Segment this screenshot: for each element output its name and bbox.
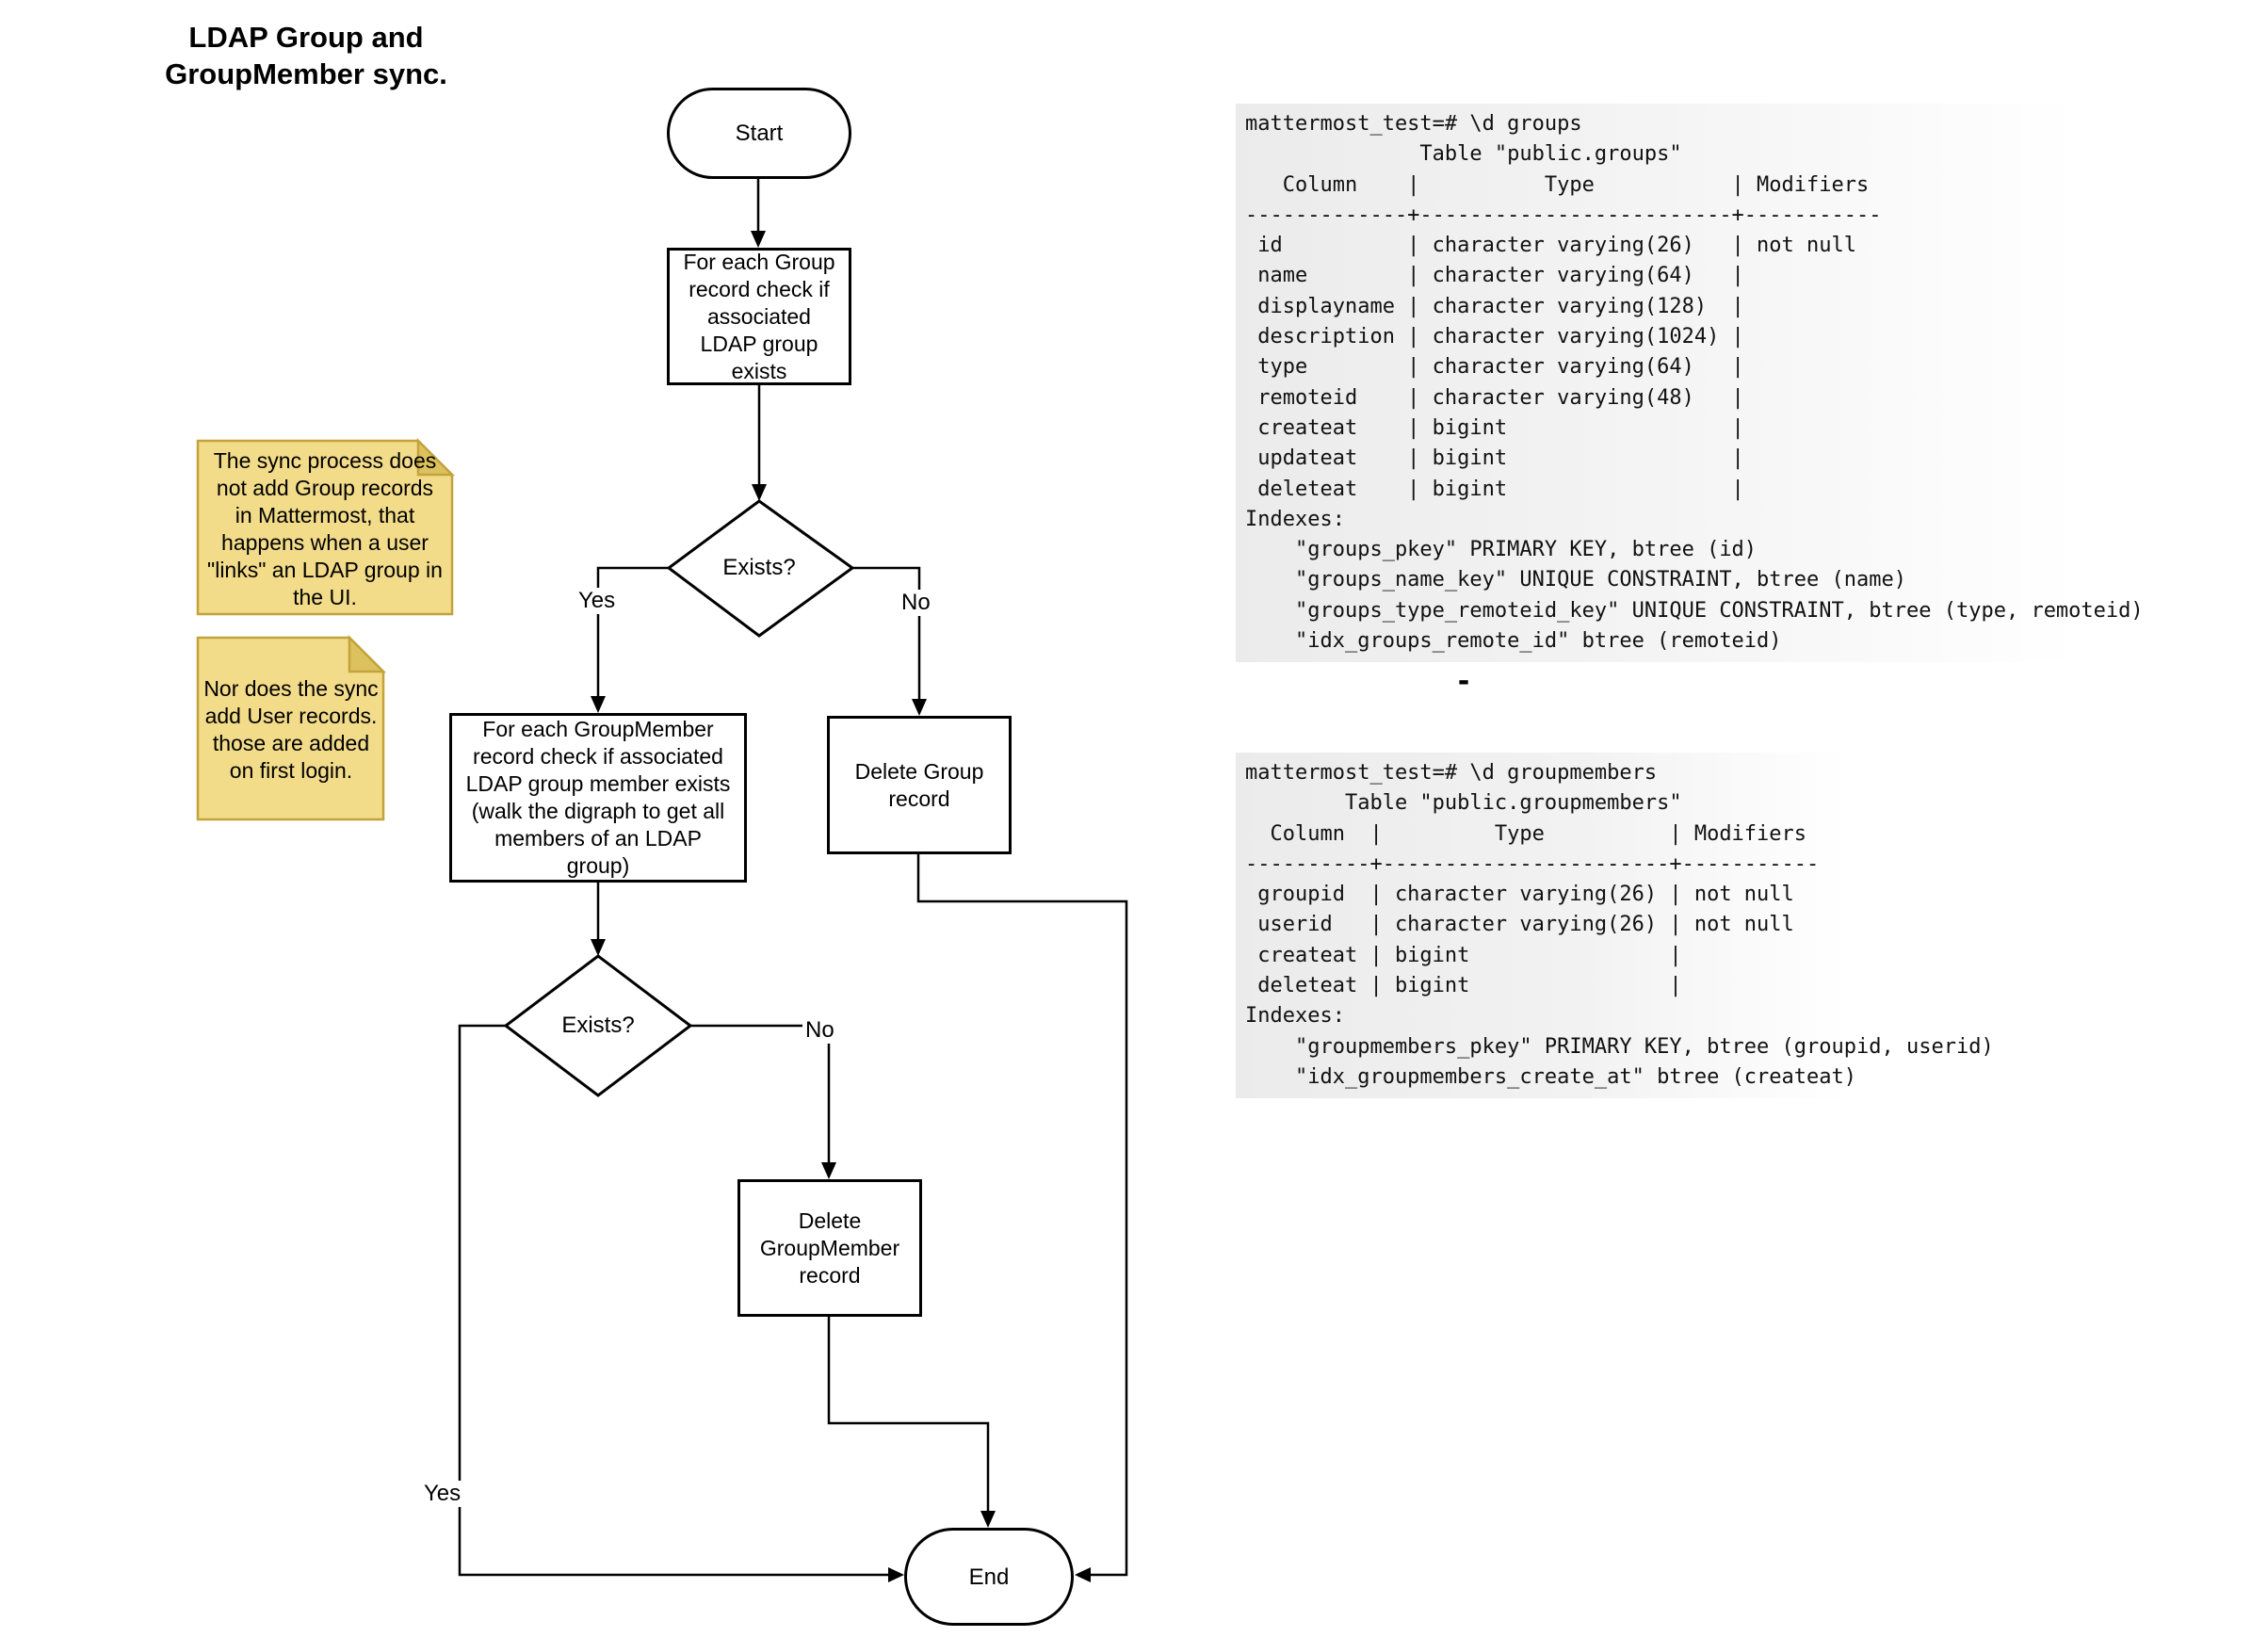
edge-exists2-no-to-delete-groupmember [690, 1024, 836, 1179]
branch-label-yes-2: Yes [421, 1481, 464, 1507]
start-node: Start [667, 88, 851, 179]
sticky-note-1-text: The sync process does not add Group reco… [207, 448, 443, 609]
edge-delete-groupmember-to-end [827, 1317, 996, 1528]
sticky-note-2-text: Nor does the sync add User records. thos… [203, 676, 379, 783]
process-check-groupmember-node: For each GroupMember record check if ass… [449, 713, 747, 883]
sticky-note-2-shape [196, 634, 387, 821]
decision-exists-2-shape [503, 954, 693, 1097]
branch-label-no-2: No [802, 1017, 837, 1044]
process-delete-group-node: Delete Group record [827, 716, 1012, 854]
process-check-group-node: For each Group record check if associate… [667, 248, 851, 385]
process-delete-groupmember-node: Delete GroupMember record [737, 1179, 922, 1317]
terminal-cursor: - [1455, 665, 1473, 698]
branch-label-yes-1: Yes [575, 588, 619, 614]
branch-label-no-1: No [899, 590, 933, 616]
edge-exists1-no-to-delete-group [852, 566, 927, 716]
edge-check-groupmember-to-exists2 [591, 883, 606, 956]
edge-check-group-to-exists1 [752, 385, 767, 501]
terminal-groups-output: mattermost_test=# \d groups Table "publi… [1236, 104, 2153, 663]
decision-exists-1-shape [666, 499, 855, 638]
edge-delete-group-to-end [916, 854, 1128, 1582]
decision-exists-2-label: Exists? [561, 1013, 635, 1038]
end-node: End [904, 1528, 1074, 1626]
diagram-title: LDAP Group and GroupMember sync. [165, 21, 447, 90]
edge-start-to-check-group [751, 179, 766, 248]
decision-exists-1-label: Exists? [722, 555, 796, 580]
edge-exists2-yes-to-end [458, 1024, 904, 1582]
edge-exists1-yes-to-check-groupmember [591, 566, 669, 713]
sticky-note-1-shape [196, 437, 456, 616]
terminal-groupmembers-output: mattermost_test=# \d groupmembers Table … [1236, 753, 2003, 1099]
